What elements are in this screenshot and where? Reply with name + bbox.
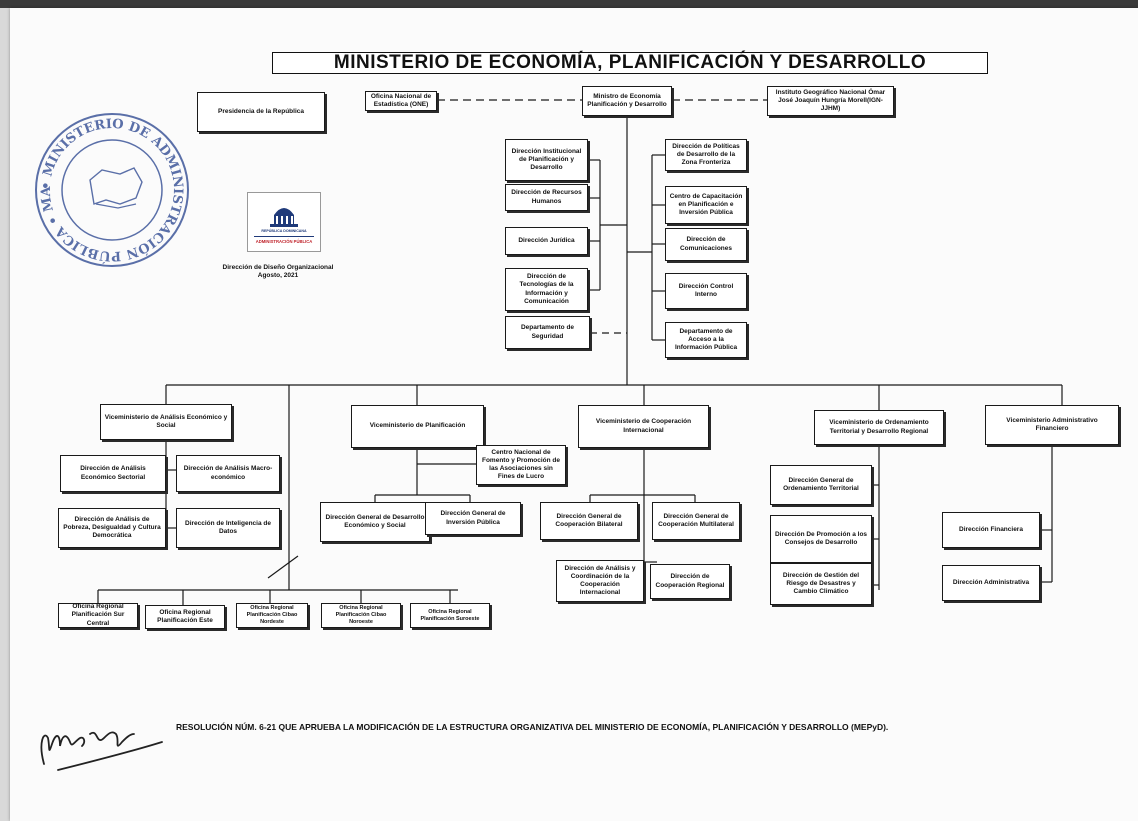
- box-inversion-publica: Dirección General de Inversión Pública: [425, 502, 521, 535]
- logo-country-text: REPÚBLICA DOMINICANA: [261, 229, 307, 233]
- box-gestion-riesgo: Dirección de Gestión del Riesgo de Desas…: [770, 563, 872, 605]
- box-coordinacion-cooperacion: Dirección de Análisis y Coordinación de …: [556, 560, 644, 602]
- chart-title: MINISTERIO DE ECONOMÍA, PLANIFICACIÓN Y …: [272, 52, 988, 74]
- box-centro-capacitacion: Centro de Capacitación en Planificación …: [665, 186, 747, 224]
- handwritten-signature: [40, 731, 163, 771]
- box-oficina-este: Oficina Regional Planificación Este: [145, 605, 225, 629]
- box-oficina-cibao-noroeste: Oficina Regional Planificación Cibao Nor…: [321, 603, 401, 628]
- box-ordenamiento-territorial: Dirección General de Ordenamiento Territ…: [770, 465, 872, 505]
- box-oficina-suroeste: Oficina Regional Planificación Suroeste: [410, 603, 490, 628]
- box-recursos-humanos: Dirección de Recursos Humanos: [505, 184, 588, 211]
- resolution-footer: RESOLUCIÓN NÚM. 6-21 QUE APRUEBA LA MODI…: [176, 722, 889, 732]
- box-inteligencia-datos: Dirección de Inteligencia de Datos: [176, 508, 280, 548]
- box-financiera: Dirección Financiera: [942, 512, 1040, 548]
- box-presidencia: Presidencia de la República: [197, 92, 325, 132]
- box-vice-administrativo: Viceministerio Administrativo Financiero: [985, 405, 1119, 445]
- box-ministro: Ministro de Economía Planificación y Des…: [582, 86, 672, 116]
- logo-org-text: ADMINISTRACIÓN PÚBLICA: [255, 239, 313, 244]
- box-seguridad: Departamento de Seguridad: [505, 316, 590, 349]
- box-comunicaciones: Dirección de Comunicaciones: [665, 228, 747, 261]
- map-logo: REPÚBLICA DOMINICANA ADMINISTRACIÓN PÚBL…: [247, 192, 321, 252]
- logo-divider: [254, 236, 314, 237]
- box-one: Oficina Nacional de Estadística (ONE): [365, 91, 437, 111]
- box-planificacion-institucional: Dirección Institucional de Planificación…: [505, 139, 588, 181]
- box-vice-planificacion: Viceministerio de Planificación: [351, 405, 484, 448]
- box-centro-fomento: Centro Nacional de Fomento y Promoción d…: [476, 445, 566, 485]
- design-direction-label: Dirección de Diseño Organizacional Agost…: [188, 264, 368, 281]
- box-zona-fronteriza: Dirección de Políticas de Desarrollo de …: [665, 139, 747, 171]
- box-oficina-cibao-nordeste: Oficina Regional Planificación Cibao Nor…: [236, 603, 308, 628]
- box-analisis-pobreza: Dirección de Análisis de Pobreza, Desigu…: [58, 508, 166, 548]
- scan-top-band: [0, 0, 1138, 8]
- box-acceso-informacion: Departamento de Acceso a la Información …: [665, 322, 747, 358]
- box-tic: Dirección de Tecnologías de la Informaci…: [505, 268, 588, 311]
- box-consejos-desarrollo: Dirección De Promoción a los Consejos de…: [770, 515, 872, 563]
- box-cooperacion-multilateral: Dirección General de Cooperación Multila…: [652, 502, 740, 540]
- box-oficina-sur-central: Oficina Regional Planificación Sur Centr…: [58, 603, 138, 628]
- box-ign: Instituto Geográfico Nacional Ómar José …: [767, 86, 894, 116]
- box-vice-analisis: Viceministerio de Análisis Económico y S…: [100, 404, 232, 440]
- box-vice-cooperacion: Viceministerio de Cooperación Internacio…: [578, 405, 709, 448]
- box-administrativa: Dirección Administrativa: [942, 565, 1040, 601]
- ministry-seal-stamp: • MINISTERIO DE ADMINISTRACIÓN PÚBLICA •…: [32, 110, 189, 267]
- box-juridica: Dirección Jurídica: [505, 227, 588, 255]
- box-analisis-sectorial: Dirección de Análisis Económico Sectoria…: [60, 455, 166, 492]
- building-dome-icon: [270, 208, 298, 227]
- design-direction-name: Dirección de Diseño Organizacional: [222, 264, 334, 271]
- box-vice-ordenamiento: Viceministerio de Ordenamiento Territori…: [814, 410, 944, 445]
- box-cooperacion-bilateral: Dirección General de Cooperación Bilater…: [540, 502, 638, 540]
- box-cooperacion-regional: Dirección de Cooperación Regional: [650, 564, 730, 599]
- box-control-interno: Dirección Control Interno: [665, 273, 747, 309]
- design-direction-date: Agosto, 2021: [257, 272, 299, 280]
- box-desarrollo-economico: Dirección General de Desarrollo Económic…: [320, 502, 430, 542]
- box-analisis-macro: Dirección de Análisis Macro-económico: [176, 455, 280, 492]
